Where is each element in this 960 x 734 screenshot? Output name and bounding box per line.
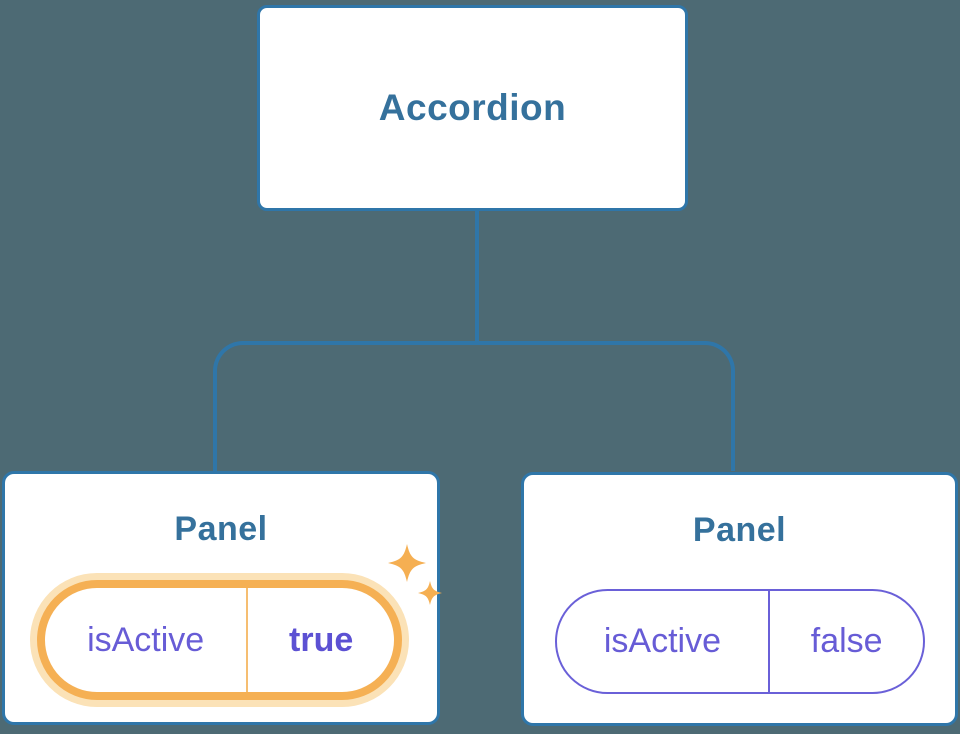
panel-title: Panel [692,511,787,549]
sparkles-icon [388,544,442,605]
state-pill-active: isActive true [37,580,402,700]
panel-title: Panel [174,510,268,548]
pill-divider [246,588,249,692]
state-pill-active-highlight: isActive true [30,573,409,707]
connector-branches [213,341,735,471]
state-value: true [289,620,354,659]
accordion-node-label: Accordion [378,87,567,128]
pill-divider [767,591,771,692]
state-value: false [810,622,883,660]
state-key: isActive [603,622,721,660]
accordion-node: Accordion [257,5,688,211]
panel-node-active: Panel isActive true [2,471,442,725]
state-pill-inactive: isActive false [555,589,925,694]
connector-stem [475,209,479,345]
state-key: isActive [87,620,205,659]
panel-node-inactive: Panel isActive false [521,472,958,726]
